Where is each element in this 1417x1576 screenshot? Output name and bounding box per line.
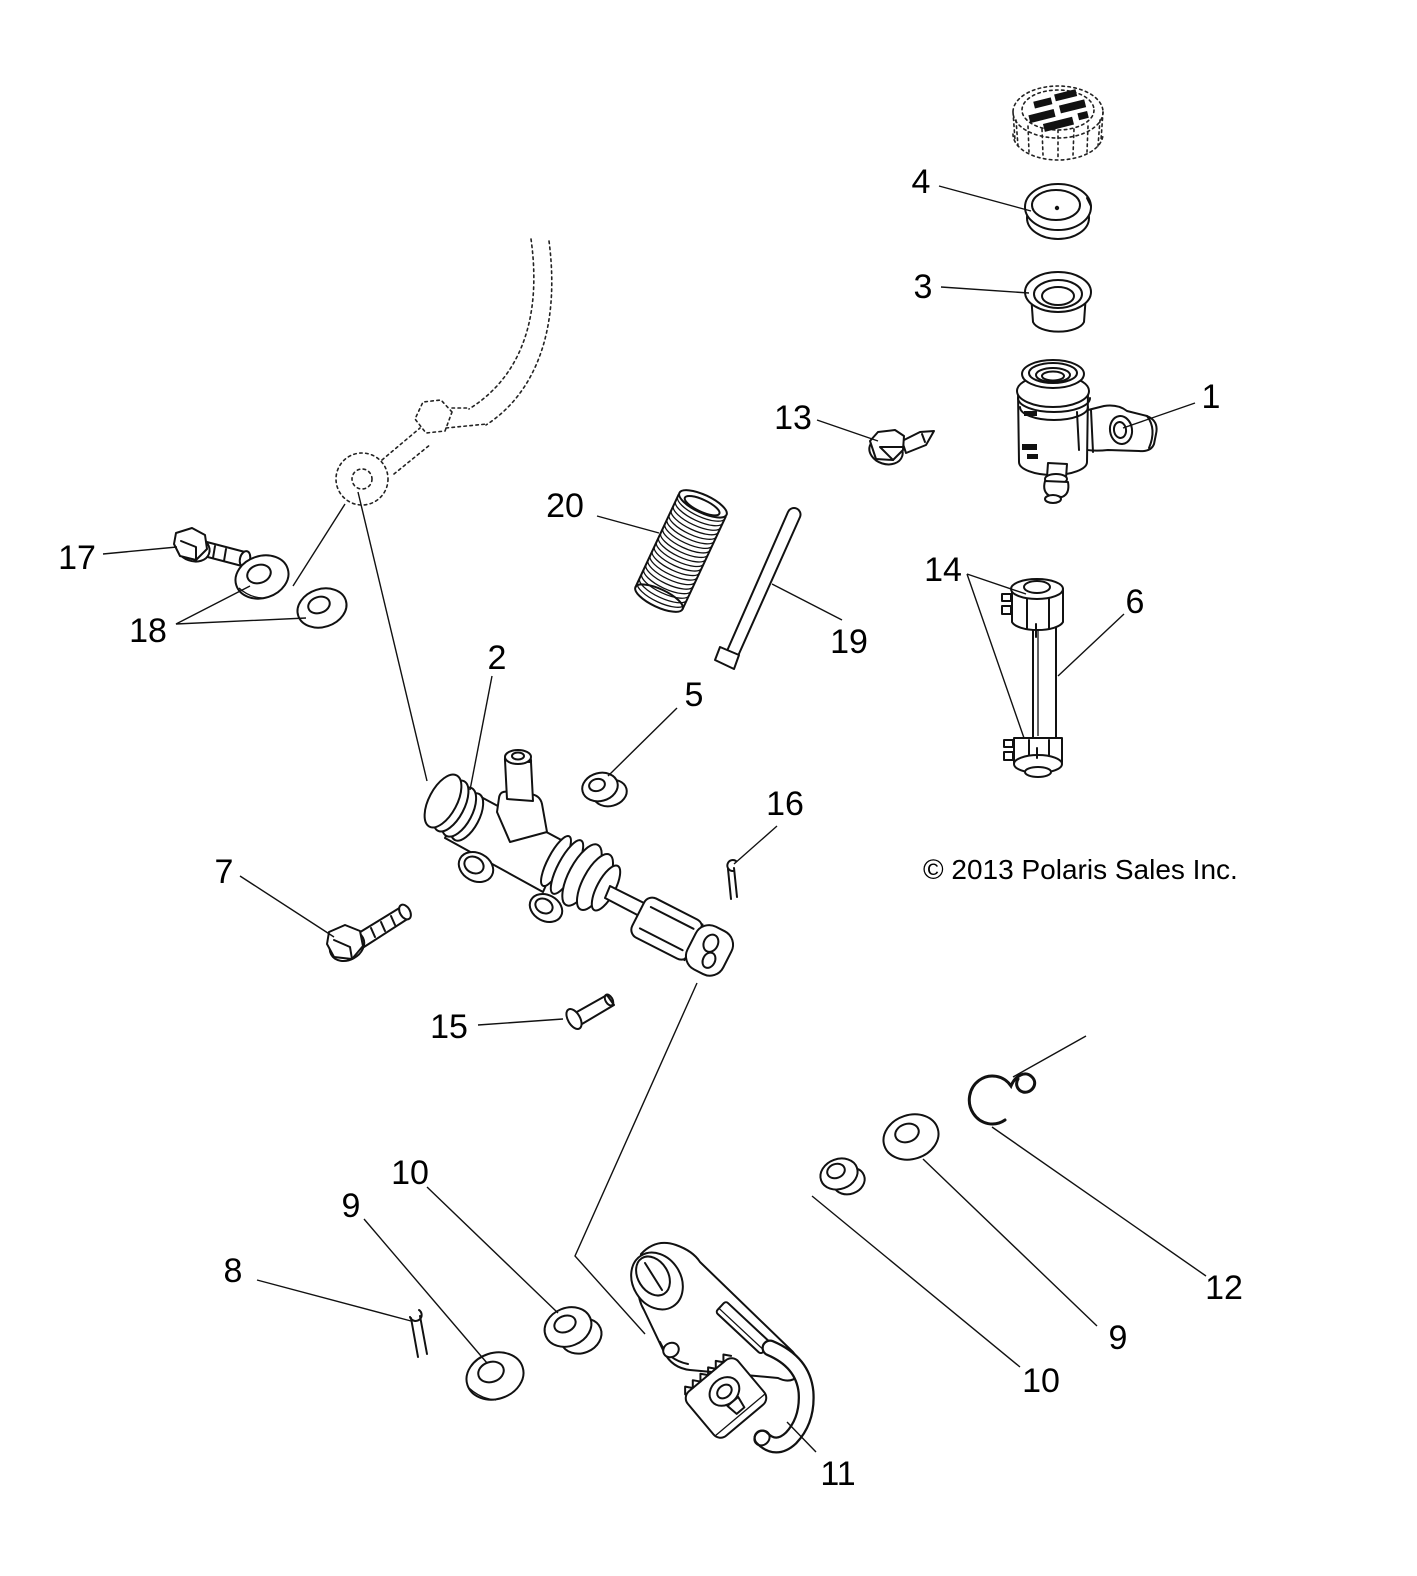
reservoir-seal-part3 — [1024, 271, 1092, 333]
callout-8: 8 — [224, 1252, 243, 1290]
leader-6 — [1057, 613, 1125, 677]
callout-12: 12 — [1205, 1269, 1243, 1307]
bushing-part10-left — [543, 1306, 603, 1355]
leader-14 — [966, 573, 1027, 739]
cotter-pin-part16 — [726, 859, 738, 900]
leader-12 — [991, 1126, 1207, 1277]
reservoir-diaphragm-part4 — [1024, 183, 1092, 240]
callout-1: 1 — [1202, 378, 1221, 416]
leader-3 — [940, 286, 1030, 294]
leader-13 — [816, 419, 879, 442]
brake-hose-reference — [335, 238, 553, 506]
callout-19: 19 — [830, 623, 868, 661]
assembly-line-hose-to-washers — [292, 503, 346, 587]
cotter-pin-part8 — [409, 1309, 428, 1358]
callout-3: 3 — [914, 268, 933, 306]
grommet-part5 — [581, 771, 628, 808]
callout-20: 20 — [546, 487, 584, 525]
leader-5 — [607, 707, 678, 777]
brake-line-tube-part6 — [1001, 578, 1064, 778]
tube-fitting-lower-part14 — [1003, 737, 1063, 778]
leader-16 — [733, 825, 778, 865]
assembly-line-clevis-to-pedal — [574, 982, 698, 1335]
callout-5: 5 — [685, 676, 704, 714]
callout-labels: 1 2 3 4 5 6 7 8 9 10 11 12 9 10 13 14 15… — [58, 163, 1243, 1493]
leader-19 — [771, 583, 843, 621]
leader-10-left — [426, 1186, 559, 1314]
brake-fluid-reservoir-part1 — [1016, 359, 1158, 504]
tube-fitting-upper-part14 — [1001, 578, 1064, 638]
leader-11 — [786, 1421, 817, 1453]
assembly-line-hose-to-cylinder — [357, 491, 428, 782]
leader-1 — [1122, 402, 1196, 429]
leader-8 — [256, 1279, 412, 1322]
master-cylinder-inlet-barb — [496, 749, 548, 843]
mounting-ear — [457, 851, 495, 883]
master-cylinder-part2 — [423, 749, 735, 977]
pushrod-part19 — [714, 507, 802, 670]
washer-part9-left — [465, 1351, 525, 1401]
bolt-part7 — [326, 903, 412, 962]
washers-part18 — [234, 554, 348, 629]
callout-18: 18 — [129, 612, 167, 650]
bushing-part10-right — [819, 1157, 866, 1196]
brake-pedal-part11 — [630, 1241, 815, 1454]
leader-7 — [239, 875, 335, 938]
leader-17 — [102, 546, 178, 555]
leader-2 — [469, 675, 493, 791]
mounting-ear — [528, 893, 564, 923]
cap-molded-text — [1028, 89, 1089, 132]
callout-13: 13 — [774, 399, 812, 437]
copyright-text: © 2013 Polaris Sales Inc. — [923, 854, 1238, 885]
reservoir-cap-reference — [1012, 85, 1104, 161]
leader-4 — [938, 185, 1032, 212]
callout-15: 15 — [430, 1008, 468, 1046]
leader-9-right — [922, 1158, 1098, 1327]
leader-18 — [175, 585, 307, 625]
callout-9-left: 9 — [342, 1187, 361, 1225]
callout-9-right: 9 — [1109, 1319, 1128, 1357]
clevis-pin-part15 — [565, 993, 615, 1030]
pedal-pad — [684, 1353, 768, 1439]
callout-11: 11 — [820, 1455, 855, 1493]
leader-15 — [477, 1018, 564, 1026]
assembly-line-clip — [1012, 1035, 1087, 1078]
callout-17: 17 — [58, 539, 96, 577]
callout-14: 14 — [924, 551, 962, 589]
callout-7: 7 — [215, 853, 234, 891]
callout-10-right: 10 — [1022, 1362, 1060, 1400]
screw-part13 — [868, 429, 935, 466]
bolt-part17 — [173, 527, 252, 568]
callout-2: 2 — [488, 639, 507, 677]
callout-4: 4 — [912, 163, 931, 201]
leader-20 — [596, 515, 660, 534]
hose-banjo-eyelet — [335, 452, 389, 506]
washer-part9-right — [882, 1113, 940, 1161]
leader-lines — [102, 185, 1207, 1453]
callout-10-left: 10 — [391, 1154, 429, 1192]
return-spring-part20 — [634, 489, 728, 613]
leader-9-left — [363, 1218, 488, 1364]
leader-10-right — [811, 1195, 1021, 1368]
callout-6: 6 — [1126, 583, 1145, 621]
callout-16: 16 — [766, 785, 804, 823]
spring-clip-part12 — [967, 1072, 1037, 1126]
clevis — [630, 896, 735, 977]
